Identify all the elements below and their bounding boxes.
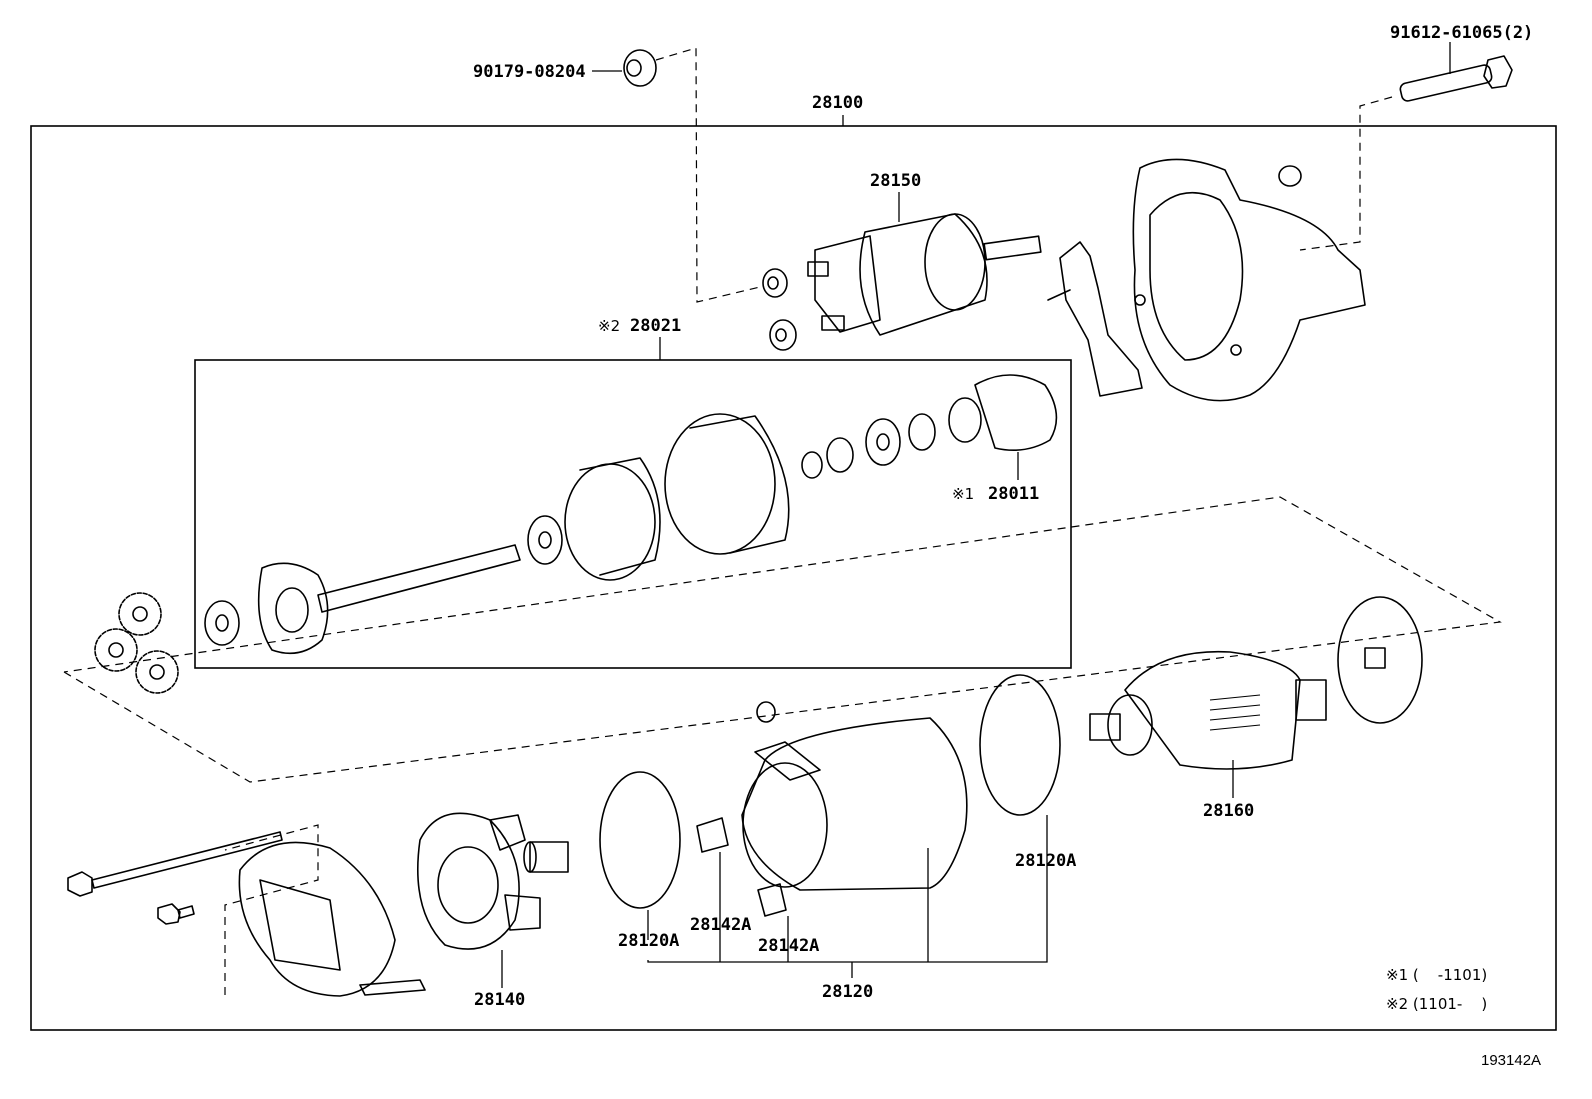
brush-clip-2 [757,883,787,917]
label-yoke: 28120 [822,982,873,1002]
end-cover [238,841,426,997]
o-ring-left [599,771,681,909]
long-through-bolt [67,831,283,897]
figure-id: 193142A [1481,1052,1541,1069]
planetary-carrier-shaft [204,544,521,655]
label-clip-1: 28142A [690,915,751,935]
needle-bearing [523,841,569,873]
top-nut [592,49,657,87]
solenoid [762,192,1042,351]
bolt-dashed-line [1299,96,1393,251]
shift-lever [1047,241,1143,397]
label-clutch: 28011 [988,484,1039,504]
label-ring-right: 28120A [1015,851,1076,871]
planetary-area-outline [63,496,1502,783]
kit-frame [194,359,1072,669]
o-ring-right [979,674,1061,816]
drive-housing [1132,158,1366,402]
yoke-group-bracket [647,848,1048,963]
label-kit-prefix: ※2 [598,317,620,335]
label-bolt-top: 91612-61065(2) [1390,23,1533,43]
end-cover-dashed-line [224,824,319,995]
through-bolt-top [1399,42,1513,102]
note-2: ※2 (1101- ) [1386,995,1487,1013]
label-brush-holder: 28140 [474,990,525,1010]
field-yoke [741,701,968,891]
label-assembly: 28100 [812,93,863,113]
kit-small-parts [801,413,936,479]
label-armature: 28160 [1203,801,1254,821]
label-ring-left: 28120A [618,931,679,951]
overrunning-clutch [948,374,1058,480]
label-nut-top: 90179-08204 [473,62,586,82]
note-1: ※1 ( -1101) [1386,966,1487,984]
small-screw [157,903,195,925]
label-kit: 28021 [630,316,681,336]
label-clutch-prefix: ※1 [952,485,974,503]
nut-dashed-line [655,47,761,303]
kit-washer [527,515,563,565]
planetary-gears [94,592,179,694]
brush-holder [417,812,541,988]
assembly-frame [30,125,1557,1031]
end-plate-disc [1337,596,1423,724]
brush-clip-1 [696,817,729,853]
internal-gear [564,457,661,581]
armature [1089,650,1327,798]
label-clip-2: 28142A [758,936,819,956]
label-solenoid: 28150 [870,171,921,191]
gear-cover [664,413,790,555]
